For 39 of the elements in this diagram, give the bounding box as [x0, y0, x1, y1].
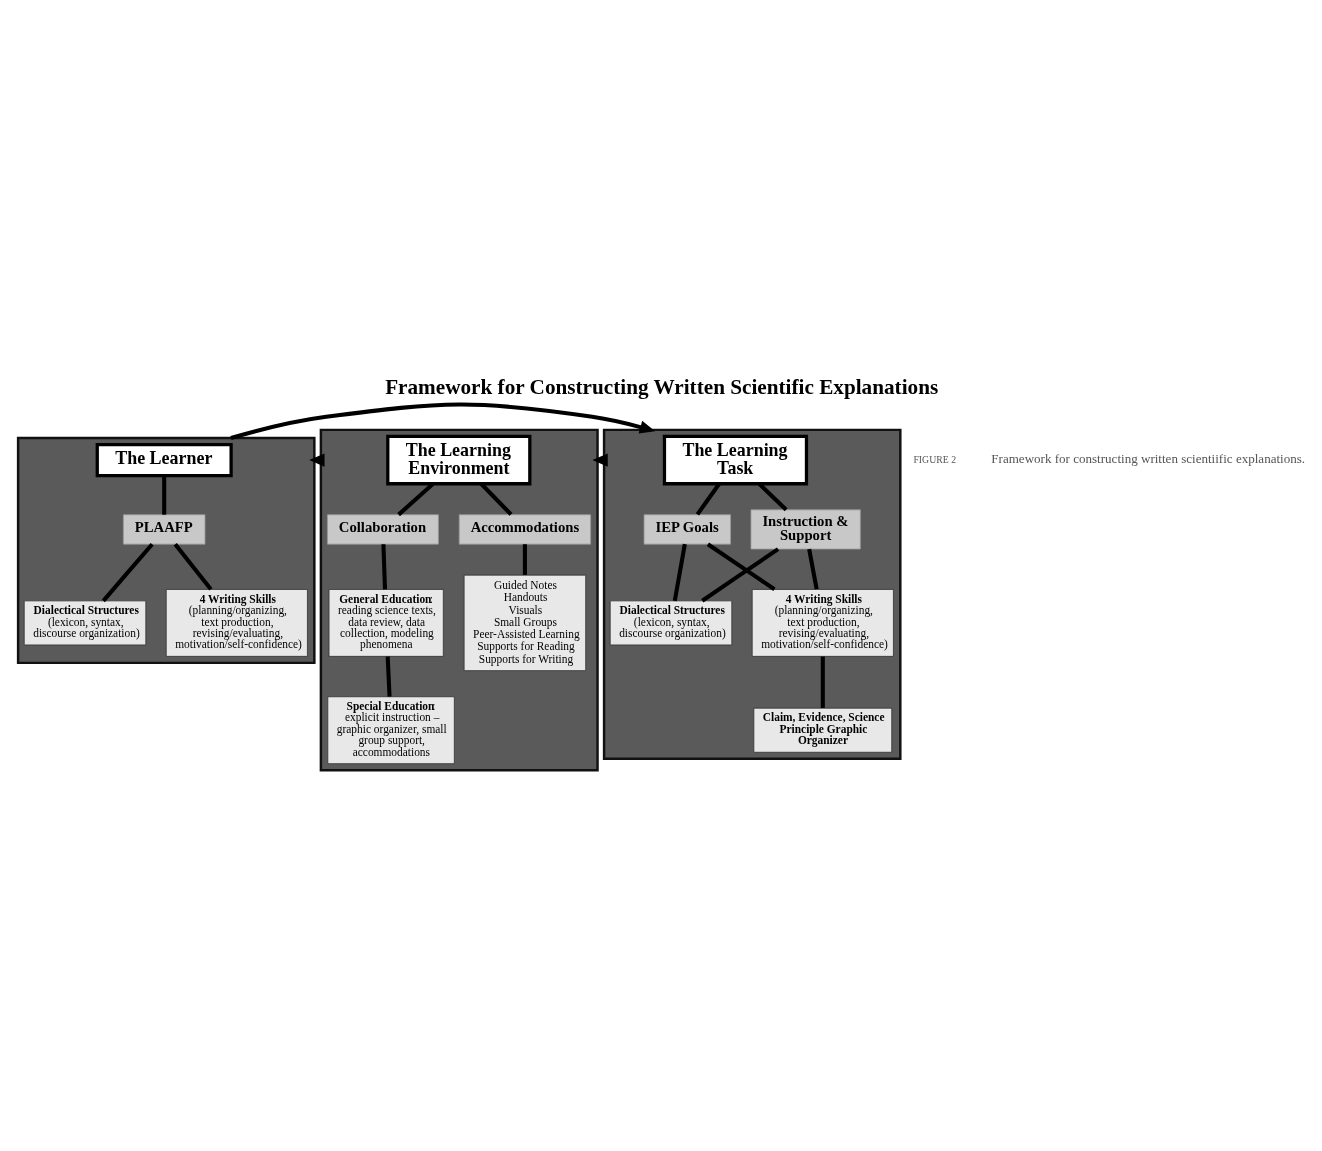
connector	[672, 543, 687, 602]
node-box: Accommodations	[458, 514, 591, 545]
node-box: Dialectical Structures (lexicon, syntax, discourse organization)	[23, 600, 147, 646]
node-box: The Learning Environment	[386, 434, 532, 486]
node-box: PLAAFP	[122, 514, 206, 545]
node-box: Dialectical Structures (lexicon, syntax, discourse organization)	[609, 600, 733, 646]
connector	[807, 548, 819, 590]
node-box: Guided Notes Handouts Visuals Small Groups Peer-Assisted Learning Supports for Reading Supports for Writing	[463, 574, 587, 672]
connector	[522, 544, 527, 575]
connector	[385, 656, 392, 697]
connector	[820, 656, 825, 708]
arrow	[309, 453, 325, 467]
connector	[173, 542, 213, 591]
connector	[701, 547, 780, 603]
connector	[695, 482, 721, 516]
connector	[757, 482, 788, 512]
node-box: The Learner	[95, 442, 233, 478]
diagram-title: Framework for Constructing Written Scientific Explanations	[385, 374, 939, 399]
caption: Framework for constructing written scientiific explanations.	[991, 451, 1306, 467]
node-box: 4 Writing Skills (planning/organizing, text production, revising/evaluating, motivation/self-confidence)	[165, 589, 308, 657]
label: FIGURE 2	[913, 453, 957, 465]
connector	[706, 542, 776, 591]
node-box: IEP Goals	[643, 514, 731, 545]
node-box: Instruction & Support	[750, 509, 861, 550]
connector	[381, 544, 388, 590]
node-box: Special Education: explicit instruction – graphic organizer, small group support, accommodations	[327, 696, 455, 765]
node-box: The Learning Task	[662, 434, 809, 486]
node-box: Claim, Evidence, Science Principle Graphic Organizer	[753, 707, 893, 753]
node-box: 4 Writing Skills (planning/organizing, text production, revising/evaluating, motivation/self-confidence)	[751, 589, 894, 657]
cluster	[319, 428, 599, 772]
cluster	[16, 436, 316, 665]
connector	[397, 482, 435, 517]
arrow	[230, 402, 656, 440]
connector	[101, 542, 154, 603]
connector	[162, 475, 167, 515]
connector	[479, 482, 513, 516]
cluster	[602, 428, 902, 760]
node-box: Collaboration	[327, 514, 439, 545]
node-box: General Education: reading science texts, data review, data collection, modeling phenomena	[328, 589, 444, 657]
